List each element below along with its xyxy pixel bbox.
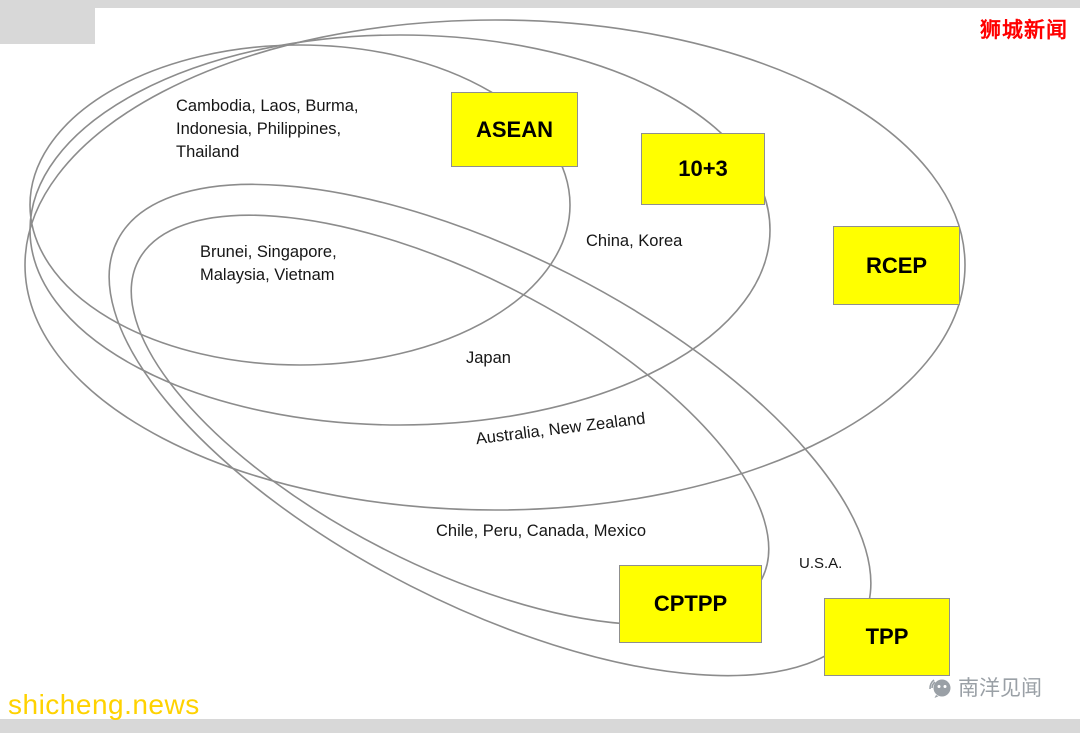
chat-face-icon xyxy=(928,675,952,699)
publisher-badge: 南洋见闻 xyxy=(928,672,1042,702)
top-gray-bar xyxy=(0,0,1080,8)
asean-label-box: ASEAN xyxy=(451,92,578,167)
cptpp-label-box: CPTPP xyxy=(619,565,762,643)
rcep-ellipse xyxy=(24,19,966,511)
ten-plus-three-label-box: 10+3 xyxy=(641,133,765,205)
group-usa: U.S.A. xyxy=(793,550,849,577)
tpp-ellipse xyxy=(108,183,872,677)
asean-ellipse xyxy=(29,44,571,366)
group-japan: Japan xyxy=(460,345,517,372)
group-brunei-singapore: Brunei, Singapore, Malaysia, Vietnam xyxy=(194,239,386,289)
tpp-label-box: TPP xyxy=(824,598,950,676)
publisher-name: 南洋见闻 xyxy=(958,677,1042,700)
ten-plus-three-ellipse xyxy=(29,34,771,426)
group-china-korea: China, Korea xyxy=(580,228,689,255)
watermark-shicheng-news-url: shicheng.news xyxy=(8,689,200,720)
group-chile-peru-canada-mexico: Chile, Peru, Canada, Mexico xyxy=(430,518,653,545)
top-left-gray-patch xyxy=(0,0,95,44)
site-logo-shicheng-news-cn: 狮城新闻 xyxy=(980,19,1068,42)
bottom-gray-bar xyxy=(0,719,1080,733)
rcep-label-box: RCEP xyxy=(833,226,960,305)
group-cambodia-laos-burma: Cambodia, Laos, Burma, Indonesia, Philip… xyxy=(170,93,400,166)
